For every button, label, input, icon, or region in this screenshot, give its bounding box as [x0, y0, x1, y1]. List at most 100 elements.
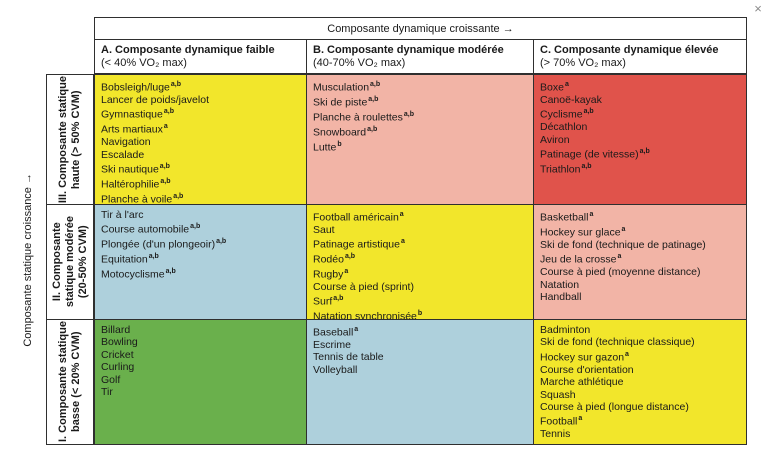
sport-superscript: a [354, 326, 359, 333]
sport-superscript: a,b [170, 81, 182, 88]
row-header-3: III. Composante statique haute (> 50% CV… [46, 74, 94, 205]
row-2-subtitle: statique modérée [63, 216, 76, 308]
sport-item: Décathlon [540, 121, 740, 133]
sport-name: Football [540, 415, 578, 428]
corner-blank [10, 17, 94, 74]
sport-name: Snowboard [313, 126, 367, 139]
sport-item: Cyclismea,b [540, 106, 740, 121]
sport-name: Ski de piste [313, 96, 368, 109]
sport-item: Golf [101, 374, 300, 386]
sport-name: Rodéo [313, 253, 344, 266]
sport-item: Haltérophiliea,b [101, 176, 300, 191]
close-icon[interactable]: × [754, 1, 762, 16]
sport-name: Course à pied (moyenne distance) [540, 266, 701, 279]
static-axis-header: Composante statique croissance → [10, 74, 46, 445]
row-header-1: I. Composante statique basse (< 20% CVM) [46, 320, 94, 445]
sport-name: Tennis de table [313, 351, 384, 364]
sport-item: Triathlona,b [540, 161, 740, 176]
sport-superscript: a,b [163, 108, 174, 116]
sport-name: Escalade [101, 148, 145, 161]
sport-name: Triathlon [540, 163, 581, 176]
sport-item: Tir à l'arc [101, 209, 300, 221]
sport-superscript: a,b [368, 95, 379, 103]
sport-name: Curling [101, 361, 135, 374]
sport-item: Bowling [101, 336, 300, 348]
row-1-label: I. Composante statique basse (< 20% CVM) [57, 321, 83, 442]
sport-item: Ski nautiquea,b [101, 161, 300, 176]
sport-item: Lutteb [313, 139, 527, 154]
sport-superscript: a,b [159, 162, 170, 170]
sport-item: Hockey sur gazona [540, 349, 740, 364]
sport-superscript: a,b [370, 81, 381, 88]
sport-item: Patinage (de vitesse)a,b [540, 146, 740, 161]
sport-name: Volleyball [313, 363, 358, 376]
sport-name: Cricket [101, 348, 134, 361]
sport-superscript: a,b [160, 177, 171, 185]
sport-name: Motocyclisme [101, 268, 165, 281]
sport-superscript: a,b [216, 238, 227, 246]
sport-item: Rodéoa,b [313, 251, 527, 266]
dynamic-axis-label: Composante dynamique croissante → [327, 22, 514, 35]
sport-name: Planche à voile [101, 193, 173, 205]
sport-item: Football américaina [313, 209, 527, 224]
sport-name: Course d'orientation [540, 363, 634, 376]
sport-name: Football américain [313, 211, 399, 224]
sport-name: Navigation [101, 136, 151, 149]
sport-name: Handball [540, 290, 582, 303]
sport-item: Hockey sur glacea [540, 224, 740, 239]
sport-name: Saut [313, 223, 335, 236]
sport-item: Cricket [101, 349, 300, 361]
row-header-2: II. Composante statique modérée (20-50% … [46, 205, 94, 320]
sport-name: Ski de fond (technique classique) [540, 336, 695, 349]
sport-name: Hockey sur glace [540, 226, 621, 239]
sport-superscript: a,b [403, 110, 415, 118]
sport-superscript: a [625, 350, 629, 358]
sport-item: Saut [313, 224, 527, 236]
sport-name: Arts martiaux [101, 123, 163, 136]
sport-item: Squash [540, 389, 740, 401]
sport-name: Squash [540, 388, 576, 401]
sport-item: Canoë-kayak [540, 94, 740, 106]
sport-item: Equitationa,b [101, 251, 300, 266]
sport-item: Planche à voilea,b [101, 191, 300, 205]
sport-superscript: a [163, 123, 168, 131]
sport-name: Tennis [540, 428, 571, 441]
sport-name: Boxe [540, 81, 564, 94]
sport-name: Course à pied (sprint) [313, 281, 414, 294]
sport-item: Billard [101, 324, 300, 336]
sport-superscript: a,b [344, 253, 356, 261]
sport-item: Gymnastiquea,b [101, 106, 300, 121]
sport-name: Rugby [313, 268, 344, 281]
sport-item: Escrime [313, 339, 527, 351]
sport-item: Ski de pistea,b [313, 94, 527, 109]
sport-item: Natation [540, 279, 740, 291]
sport-item: Course d'orientation [540, 364, 740, 376]
sport-name: Lutte [313, 141, 337, 154]
sport-item: Plongée (d'un plongeoir)a,b [101, 236, 300, 251]
sport-superscript: b [337, 140, 342, 148]
column-b-subtitle: (40-70% VO₂ max) [313, 57, 406, 69]
sport-name: Course à pied (longue distance) [540, 400, 689, 413]
sport-item: Patinage artistiquea [313, 236, 527, 251]
sport-name: Golf [101, 373, 121, 386]
sport-name: Cyclisme [540, 108, 583, 121]
sport-name: Tir [101, 386, 113, 399]
sport-superscript: a,b [583, 108, 594, 116]
sport-superscript: a,b [190, 223, 201, 231]
sport-superscript: a [589, 211, 594, 218]
sport-item: Ski de fond (technique de patinage) [540, 239, 740, 251]
sport-name: Course automobile [101, 223, 190, 236]
column-header-c: C. Composante dynamique élevée (> 70% VO… [534, 40, 747, 74]
sport-name: Lancer de poids/javelot [101, 93, 209, 106]
sport-superscript: a [400, 238, 405, 246]
sport-item: Ski de fond (technique classique) [540, 336, 740, 348]
